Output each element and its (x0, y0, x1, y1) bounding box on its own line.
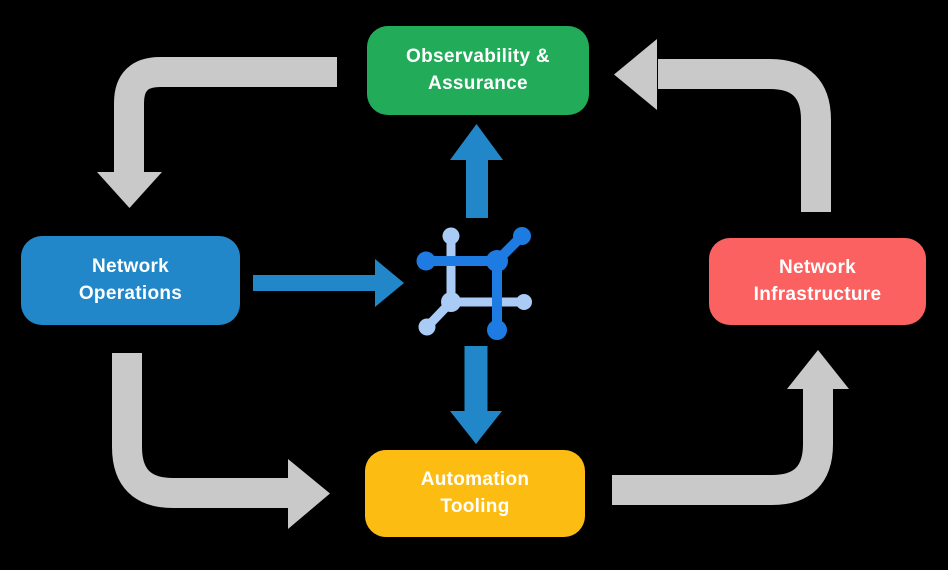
node-observability-assurance: Observability & Assurance (367, 26, 589, 115)
arrow-head-up (787, 350, 849, 389)
node-label: Network Infrastructure (753, 256, 882, 305)
arrow-head-right (288, 459, 330, 529)
node-network-operations: Network Operations (21, 236, 240, 325)
node-label: Observability & Assurance (406, 45, 550, 94)
node-label: Network Operations (78, 255, 183, 304)
arrow-hub-to-observability (450, 124, 503, 218)
arrow-hub-to-automation (450, 346, 502, 444)
arrow-head-left (614, 39, 657, 110)
node-label: Automation Tooling (420, 468, 530, 517)
arrow-operations-to-automation (112, 353, 330, 529)
arrow-head-down (450, 411, 502, 444)
arrow-operations-to-hub (253, 259, 404, 307)
arrow-elbow (612, 389, 833, 505)
arrow-elbow (112, 353, 289, 508)
network-hub-icon-dark (416, 227, 531, 340)
arrow-head-down (97, 172, 162, 208)
arrow-head-right (375, 259, 404, 307)
arrow-observability-to-operations (97, 57, 337, 208)
arrow-infrastructure-to-observability (614, 39, 831, 212)
arrow-elbow (114, 57, 337, 174)
arrow-elbow (658, 59, 831, 212)
arrow-head-up (450, 124, 503, 160)
network-hub-icon (416, 227, 532, 340)
arrow-automation-to-infrastructure (612, 350, 849, 505)
node-automation-tooling: Automation Tooling (365, 450, 585, 537)
node-network-infrastructure: Network Infrastructure (709, 238, 926, 325)
